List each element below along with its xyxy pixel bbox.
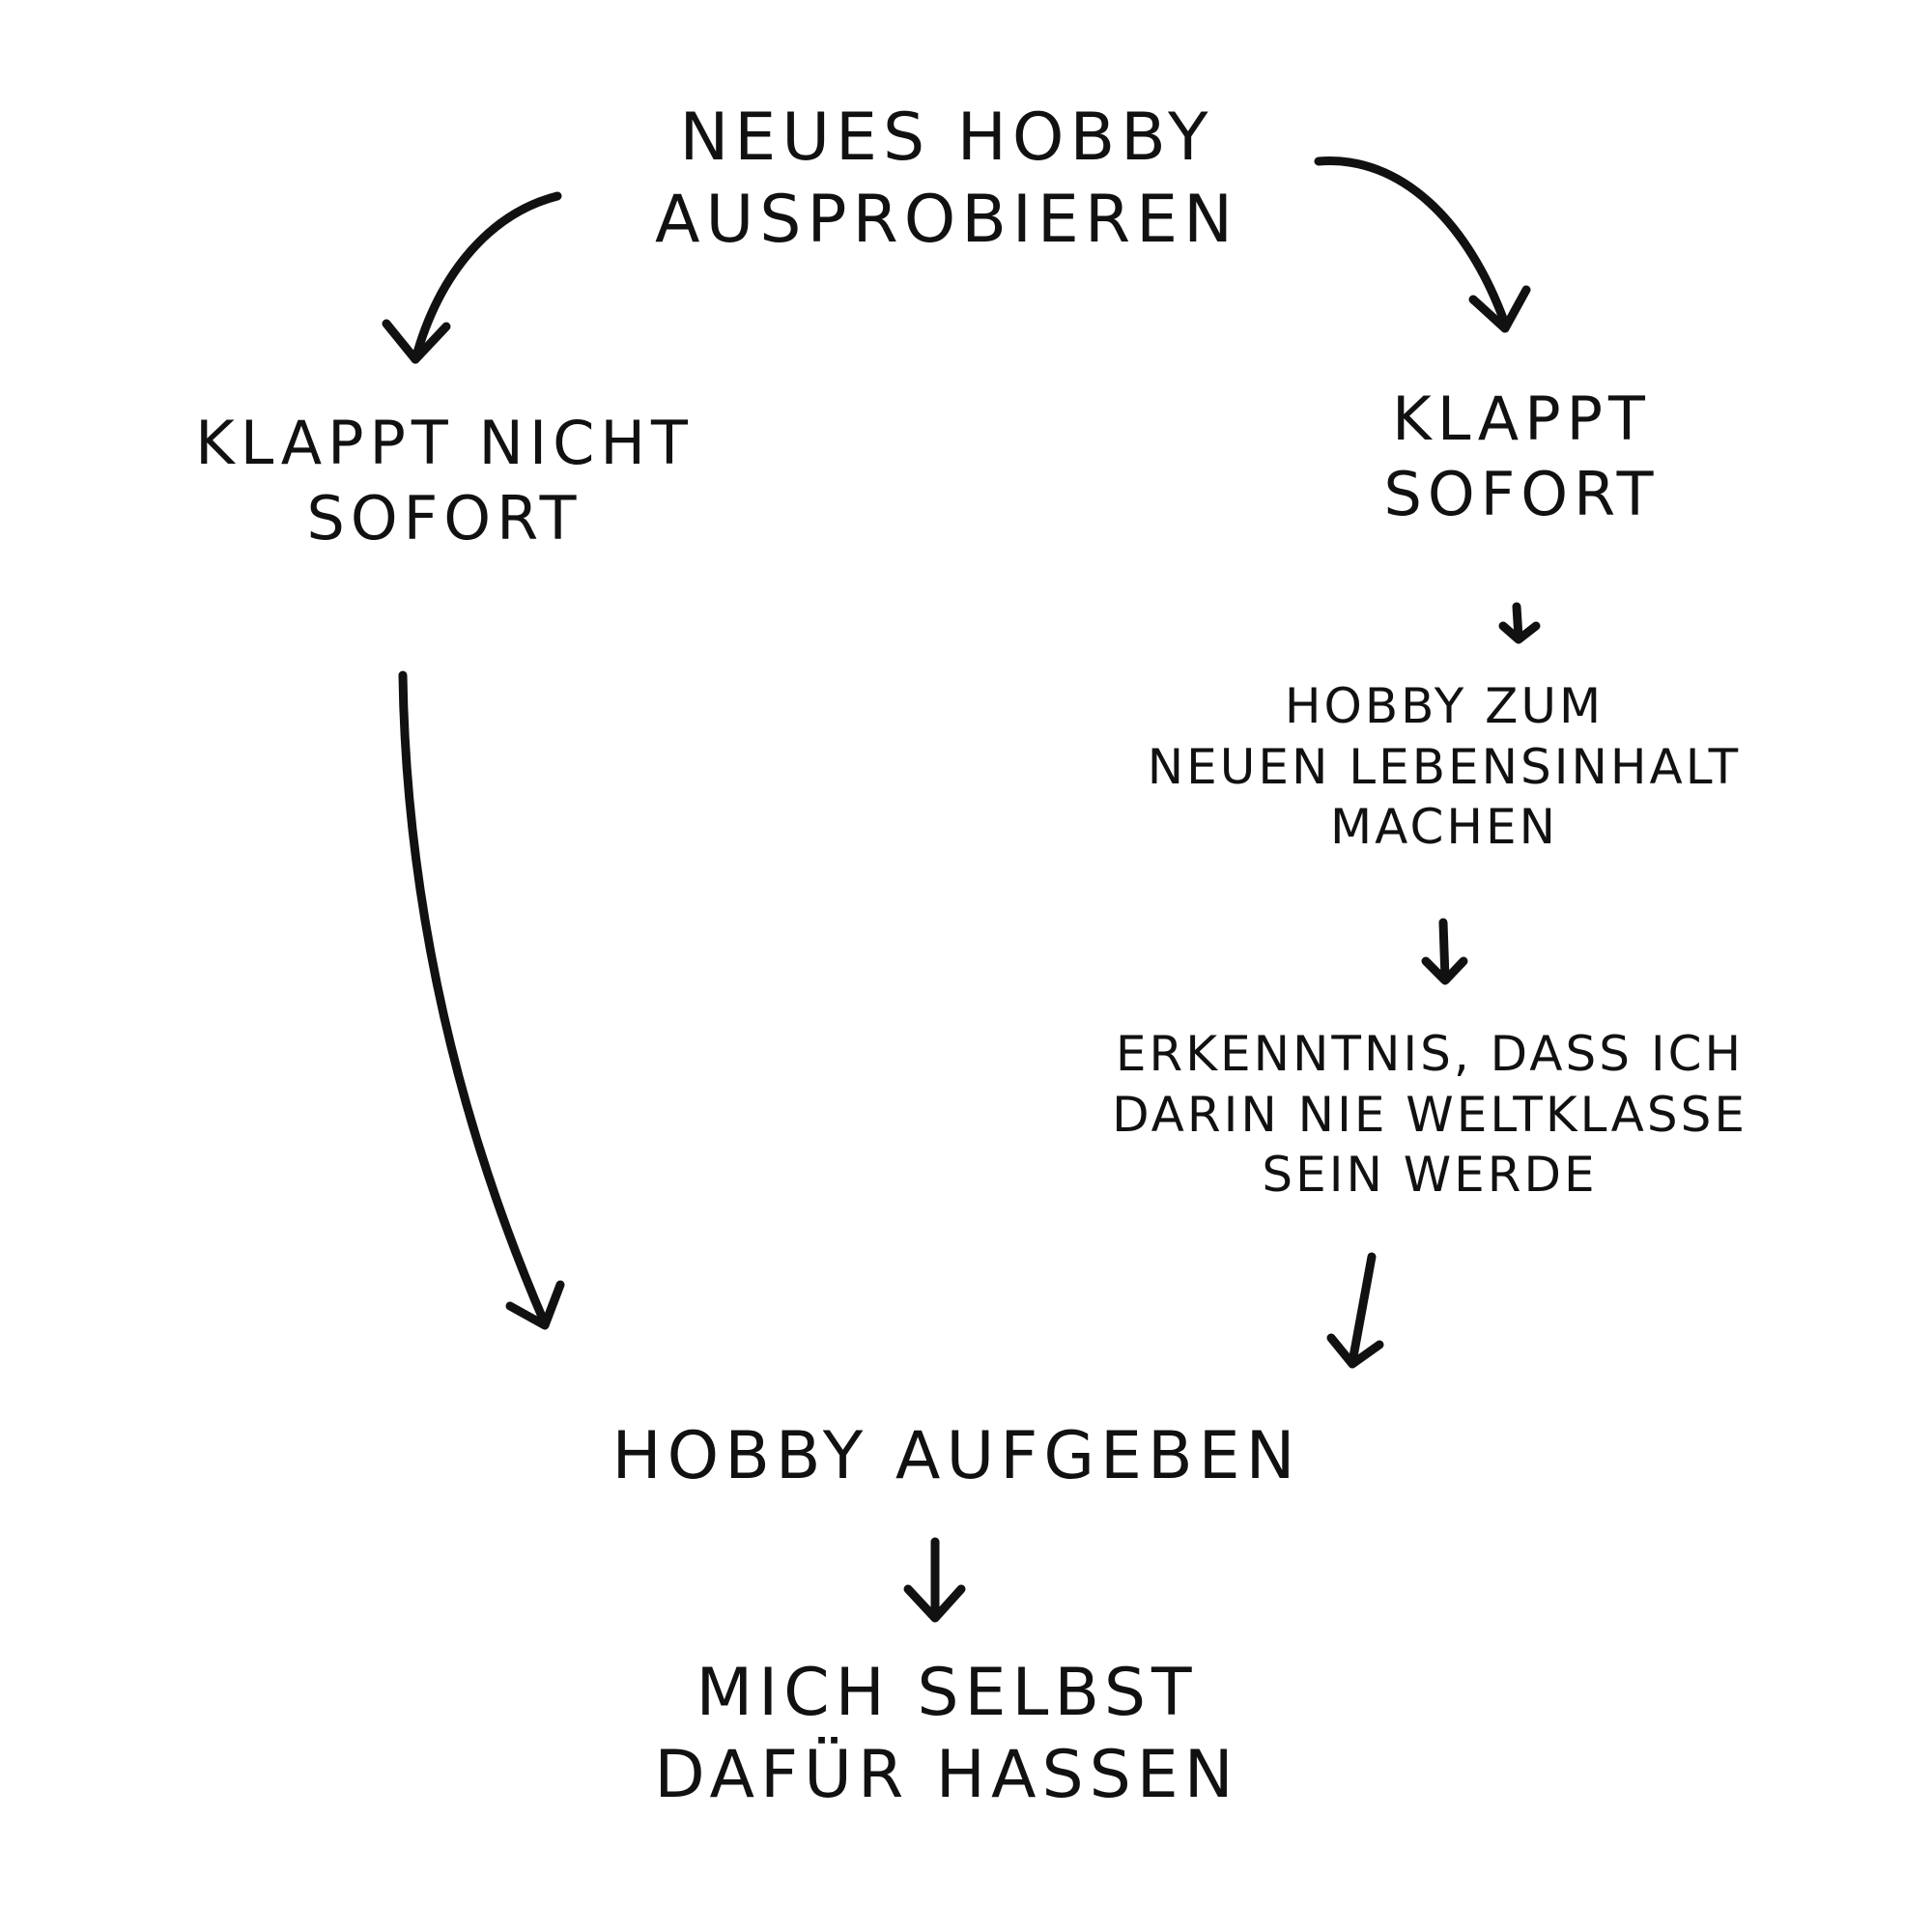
node-success: Klappt sofort: [1294, 382, 1748, 531]
node-fail: Klappt nicht sofort: [116, 406, 773, 555]
arrow-success-to-obsession: [1498, 602, 1541, 644]
arrow-quit-to-hate: [903, 1537, 966, 1623]
node-hate: Mich selbst dafür hassen: [599, 1652, 1294, 1816]
node-obsession-line: neuen Lebensinhalt: [1147, 738, 1742, 795]
node-hate-line: Mich selbst: [696, 1655, 1198, 1731]
node-start: Neues Hobby ausprobieren: [618, 97, 1275, 261]
arrow-realization-to-quit: [1326, 1252, 1384, 1369]
arrow-obsession-to-realization: [1421, 918, 1468, 985]
node-obsession: Hobby zum neuen Lebensinhalt machen: [1053, 676, 1835, 858]
node-fail-line: Klappt nicht: [195, 408, 694, 478]
node-obsession-line: machen: [1330, 799, 1558, 855]
node-start-line: ausprobieren: [655, 182, 1238, 258]
arrow-start-to-success: [1314, 156, 1531, 333]
node-start-line: Neues Hobby: [679, 99, 1214, 176]
node-quit-line: Hobby aufgeben: [611, 1418, 1301, 1494]
node-realization-line: Erkenntnis, dass ich: [1115, 1026, 1745, 1082]
node-realization-line: sein werde: [1262, 1147, 1598, 1203]
node-obsession-line: Hobby zum: [1284, 678, 1605, 734]
node-success-line: Klappt: [1392, 384, 1651, 454]
arrow-start-to-fail: [382, 191, 562, 364]
node-realization: Erkenntnis, dass ich darin nie Weltklass…: [1043, 1024, 1816, 1206]
node-success-line: sofort: [1383, 458, 1660, 529]
node-hate-line: dafür hassen: [654, 1737, 1239, 1813]
node-fail-line: sofort: [306, 482, 582, 554]
arrow-fail-to-quit: [398, 670, 565, 1330]
node-realization-line: darin nie Weltklasse: [1112, 1086, 1747, 1143]
node-quit: Hobby aufgeben: [502, 1415, 1410, 1497]
